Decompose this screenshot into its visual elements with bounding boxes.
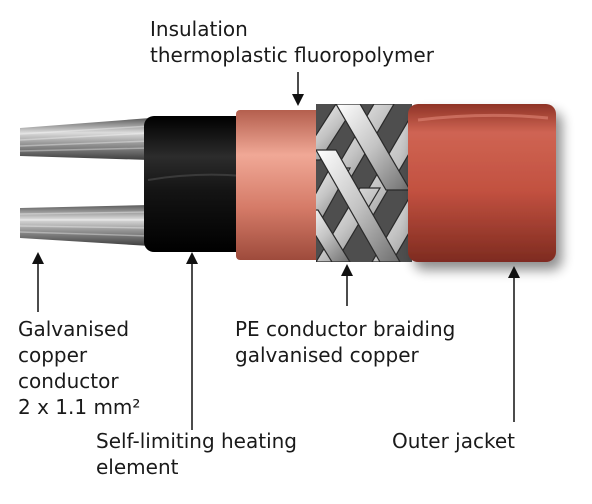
label-jacket-line: Outer jacket [392, 429, 515, 453]
callouts [32, 72, 520, 430]
label-conductor-line: Galvanised [18, 317, 130, 341]
label-braiding-line: galvanised copper [235, 343, 419, 367]
label-conductor: Galvanised copper conductor 2 x 1.1 mm² [18, 316, 140, 420]
label-heating-line: Self-limiting heating [96, 429, 298, 453]
copper-conductor-bottom [19, 205, 151, 246]
callout-conductor [32, 252, 44, 312]
label-insulation: Insulation thermoplastic fluoropolymer [150, 16, 434, 68]
callout-braiding [341, 264, 353, 306]
label-heating: Self-limiting heating element [96, 428, 297, 480]
label-insulation-line: thermoplastic fluoropolymer [150, 43, 434, 67]
label-heating-line: element [96, 455, 179, 479]
label-insulation-line: Insulation [150, 17, 248, 41]
callout-insulation [292, 72, 304, 106]
label-braiding-line: PE conductor braiding [235, 317, 456, 341]
label-conductor-line: conductor [18, 369, 119, 393]
label-braiding: PE conductor braiding galvanised copper [235, 316, 455, 368]
label-jacket: Outer jacket [392, 428, 515, 454]
callout-jacket [508, 266, 520, 422]
callout-heating [186, 252, 198, 430]
insulation-layer [236, 110, 332, 260]
heating-element [144, 116, 246, 252]
label-conductor-line: 2 x 1.1 mm² [18, 395, 141, 419]
braiding-layer [316, 104, 412, 262]
label-conductor-line: copper [18, 343, 88, 367]
copper-conductor-top [19, 118, 151, 160]
outer-jacket-layer [408, 104, 556, 262]
